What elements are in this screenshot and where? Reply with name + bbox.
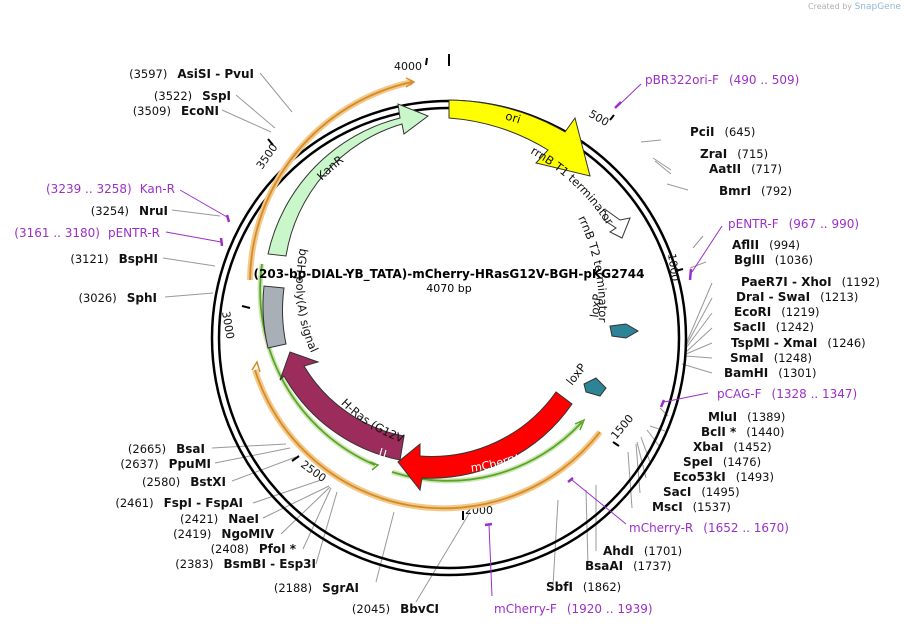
primer-kan-r: (3239 .. 3258)Kan-R	[46, 182, 175, 196]
tick-3500: 3500	[254, 141, 281, 171]
site-pcii: PciI(645)	[690, 125, 755, 139]
leader-lines	[162, 72, 713, 603]
site-bsaai: BsaAI(1737)	[585, 559, 671, 573]
site-naei: (2421)NaeI	[180, 512, 259, 526]
features	[262, 99, 639, 492]
svg-text:bGH poly(A) signal: bGH poly(A) signal	[293, 247, 321, 354]
tick-1500: 1500	[608, 412, 636, 442]
svg-text:loxP: loxP	[587, 293, 604, 318]
site-xbai: XbaI(1452)	[693, 440, 772, 454]
bgh-block	[262, 285, 287, 349]
primer-pbr322ori-f: pBR322ori-F(490 .. 509)	[645, 73, 799, 87]
site-sacii: SacII(1242)	[733, 320, 814, 334]
primer-labels: pBR322ori-F(490 .. 509) pENTR-F(967 .. 9…	[14, 73, 859, 616]
site-paer7i-xhoi: PaeR7I - XhoI(1192)	[741, 275, 880, 289]
site-sgrai: (2188)SgrAI	[274, 581, 359, 595]
rrnb-t1-icon	[603, 209, 631, 239]
site-mlui: MluI(1389)	[708, 410, 785, 424]
tick-500: 500	[587, 107, 612, 129]
primer-mcherry-r: mCherry-R(1652 .. 1670)	[629, 521, 789, 535]
ori-arrow	[448, 99, 591, 177]
site-zrai: ZraI(715)	[700, 147, 768, 161]
primer-pentr-r: (3161 .. 3180)pENTR-R	[14, 226, 160, 240]
site-labels-right: PciI(645) ZraI(715) AatII(717) BmrI(792)…	[546, 125, 880, 594]
site-pfoi: (2408)PfoI *	[211, 542, 297, 556]
site-bamhi: BamHI(1301)	[724, 366, 817, 380]
tick-3000: 3000	[219, 310, 237, 340]
site-bglii: BglII(1036)	[734, 253, 813, 267]
primer-pentr-f: pENTR-F(967 .. 990)	[728, 217, 859, 231]
site-fspi-fspai: (2461)FspI - FspAI	[115, 496, 243, 510]
backbone-inner	[217, 106, 681, 570]
plasmid-size: 4070 bp	[426, 282, 471, 295]
site-sbfi: SbfI(1862)	[546, 580, 621, 594]
site-econi: (3509)EcoNI	[133, 104, 219, 118]
svg-text:ori: ori	[504, 109, 522, 127]
primer-marks	[219, 101, 693, 527]
site-spei: SpeI(1476)	[683, 455, 761, 469]
loxp-1-label: loxP	[587, 293, 604, 318]
site-bsmbi-esp3i: (2383)BsmBI - Esp3I	[175, 557, 316, 571]
site-asisi-pvui: (3597)AsiSI - PvuI	[129, 67, 254, 81]
site-aatii: AatII(717)	[709, 162, 782, 176]
kanr-arrow	[267, 103, 430, 257]
loxp-1-icon	[609, 323, 639, 339]
site-ahdi: AhdI(1701)	[603, 544, 682, 558]
site-nrui: (3254)NruI	[91, 204, 168, 218]
site-bsai: (2665)BsaI	[128, 442, 205, 456]
loxp-2-icon	[583, 377, 607, 397]
site-eco53ki: Eco53kI(1493)	[673, 470, 774, 484]
credit-prefix: Created by	[808, 2, 853, 11]
tick-4000: 4000	[394, 60, 422, 73]
hras-mutation-marks	[377, 447, 387, 465]
primer-leaders	[165, 83, 723, 597]
primer-mcherry-f: mCherry-F(1920 .. 1939)	[494, 602, 653, 616]
plasmid-name: (203-bp-DIAL-YB_TATA)-mCherry-HRasG12V-B…	[254, 267, 645, 282]
ori-label: ori	[504, 109, 522, 127]
snapgene-logo: SnapGene	[854, 2, 901, 12]
mcherry-arrow	[397, 391, 573, 492]
site-bmri: BmrI(792)	[719, 184, 792, 198]
site-smai: SmaI(1248)	[730, 351, 812, 365]
site-bstxi: (2580)BstXI	[142, 475, 226, 489]
hras-arrow	[279, 351, 405, 461]
site-ngomiv: (2419)NgoMIV	[173, 527, 275, 541]
site-drai-swai: DraI - SwaI(1213)	[736, 290, 858, 304]
site-sphi: (3026)SphI	[79, 291, 158, 305]
site-tspmi-xmai: TspMI - XmaI(1246)	[731, 336, 866, 350]
site-labels-left: (2045)BbvCI (2188)SgrAI (2383)BsmBI - Es…	[70, 67, 439, 616]
site-bbvci: (2045)BbvCI	[352, 602, 439, 616]
bgh-label: bGH poly(A) signal	[293, 247, 321, 354]
site-sspi: (3522)SspI	[154, 89, 231, 103]
scale-ticks	[241, 54, 684, 520]
site-ppumi: (2637)PpuMI	[120, 457, 211, 471]
snapgene-credit: Created by SnapGene	[808, 2, 901, 12]
orf-arcs	[247, 77, 603, 512]
tick-1000: 1000	[665, 253, 682, 283]
site-saci: SacI(1495)	[663, 485, 740, 499]
site-msci: MscI(1537)	[652, 500, 731, 514]
primer-pcag-f: pCAG-F(1328 .. 1347)	[717, 387, 857, 401]
site-bsphi: (3121)BspHI	[70, 252, 158, 266]
site-aflii: AflII(994)	[732, 238, 800, 252]
site-bcli: BclI *(1440)	[701, 425, 785, 439]
site-ecori: EcoRI(1219)	[734, 305, 820, 319]
